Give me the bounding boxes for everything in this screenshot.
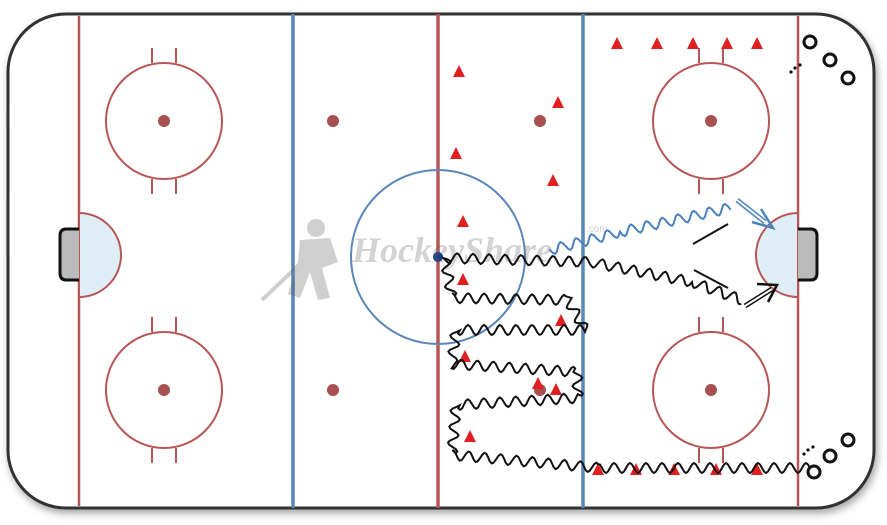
hockey-player-icon [260,219,338,302]
arrows [692,198,780,309]
cone-icon [751,37,763,49]
arrow-icon [735,198,776,231]
player-marker-icon [822,52,838,68]
watermark-suffix: .com [586,224,608,235]
puck-pile-icon [802,452,806,456]
cone-icon [721,37,733,49]
center-faceoff-dot [433,252,443,262]
goal-crease-left [78,211,122,299]
puck-pile-icon [806,448,810,452]
cone-icon [547,174,559,186]
cone-icon [751,463,763,475]
neutral-dot [327,115,339,127]
cone-icon [552,96,564,108]
watermark-brand: HockeyShare [351,230,552,270]
skate-path [440,252,811,475]
faceoff-circle-left-top [105,48,223,194]
pass-line [693,269,729,289]
faceoff-circle-left-bottom [105,317,223,463]
cone-icon [611,37,623,49]
arrow-icon [743,282,780,309]
center-circle [350,169,526,345]
player-marker-icon [806,464,822,480]
faceoff-circle-right-bottom [652,317,770,463]
cone-icon [687,37,699,49]
puck-pile-icon [811,445,815,449]
pass-line [692,223,729,245]
goal-net-left [58,227,79,282]
puck-pile-icon [798,63,802,67]
puck-pile-icon [789,70,793,74]
puck-pile-icon [793,66,797,70]
cone-icon [450,147,462,159]
watermark: HockeyShare .com [260,219,608,302]
goal-net-right [798,227,819,282]
faceoff-circle-right-top [652,48,770,194]
cone-icon [457,273,469,285]
cone-icon [550,383,562,395]
cone-icon [453,65,465,77]
skate-paths [440,202,811,475]
cone-icon [464,430,476,442]
cone-icon [457,215,469,227]
player-marker-icon [822,448,838,464]
player-marker-icon [840,70,856,86]
neutral-dot [327,384,339,396]
neutral-dot [534,115,546,127]
skate-path-blue [549,202,732,255]
player-groups [789,34,856,480]
cone-icon [592,463,604,475]
player-marker-icon [840,432,856,448]
cone-icon [532,377,544,389]
goal-crease-right [755,211,799,299]
player-marker-icon [802,34,818,50]
cones-layer [450,37,763,475]
cone-icon [651,37,663,49]
cone-icon [555,314,567,326]
